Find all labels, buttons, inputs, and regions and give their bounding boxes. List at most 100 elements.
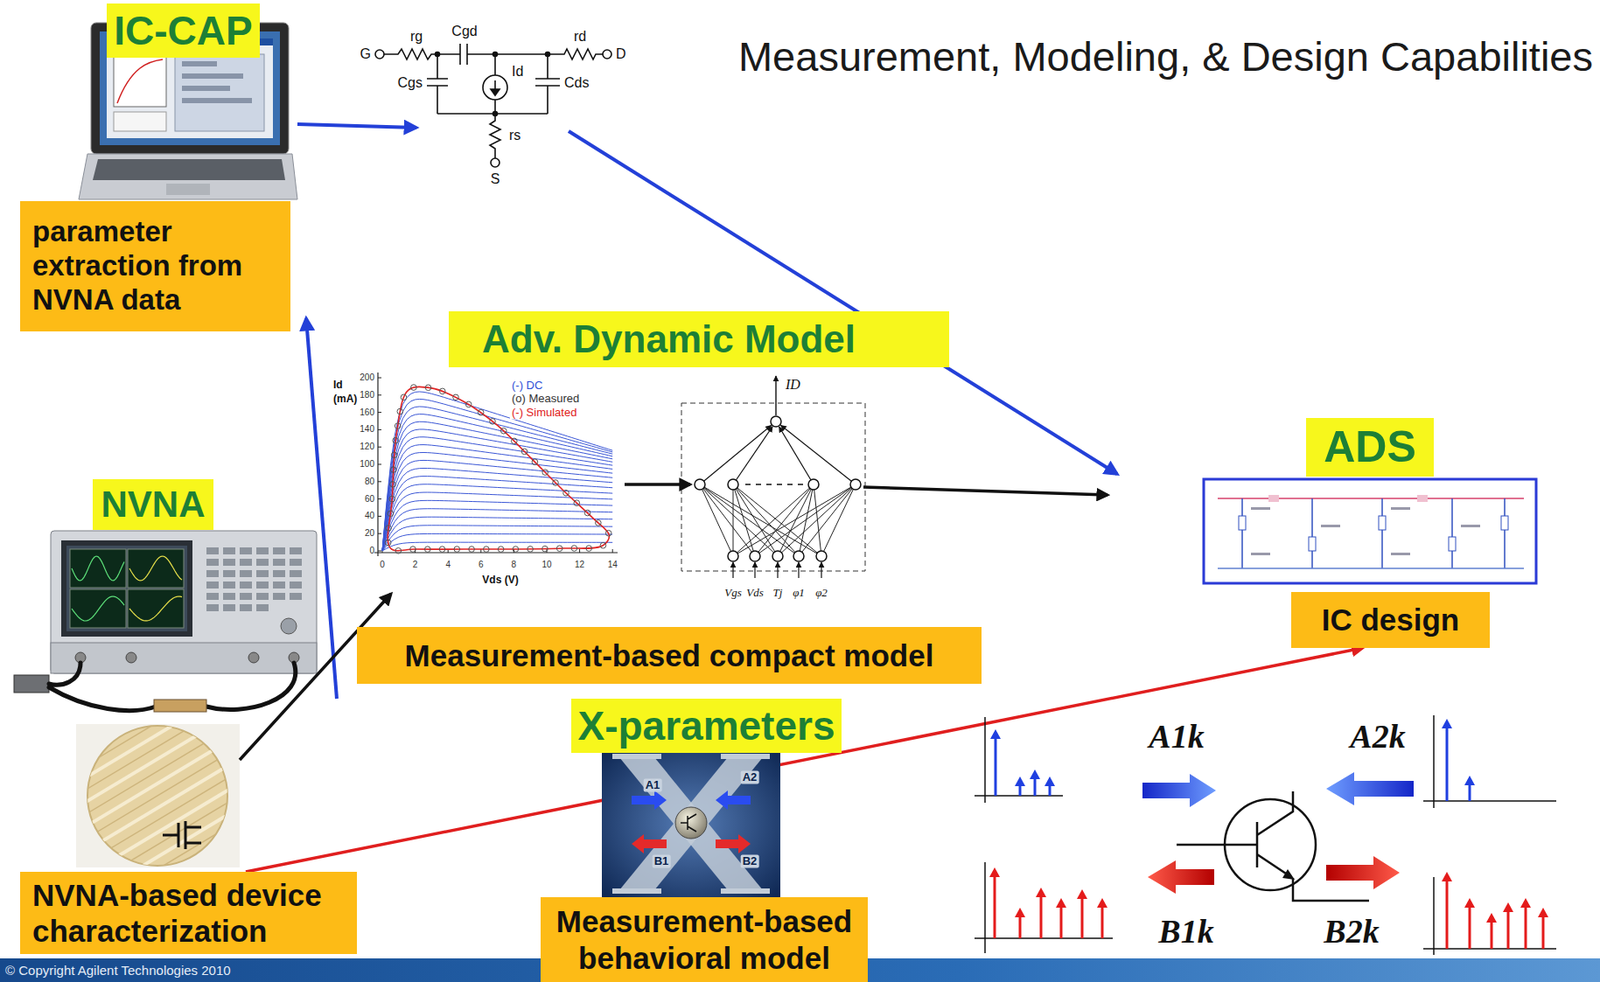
x-parameter-illustration	[1502, 902, 1514, 913]
laptop-icon	[117, 59, 163, 104]
nvna-instrument	[289, 547, 302, 555]
laptop-icon	[181, 73, 244, 79]
neural-network	[776, 562, 778, 579]
tick-label: 4	[445, 559, 451, 571]
tool-label: NVNA	[92, 479, 214, 531]
iv-curve-chart	[483, 546, 490, 553]
nvna-instrument	[223, 581, 236, 589]
laptop-icon	[181, 61, 217, 67]
fet-equivalent-circuit	[482, 75, 508, 100]
tick-label: 120	[359, 441, 375, 453]
axis-label: (mA)	[333, 393, 357, 406]
nvna-instrument	[125, 652, 137, 664]
tick-label: 12	[574, 559, 585, 571]
neural-network	[816, 551, 827, 562]
nvna-instrument	[256, 558, 269, 566]
component-label: Cds	[564, 75, 589, 91]
iv-curve-chart	[454, 546, 461, 553]
iv-curve-chart	[410, 546, 417, 553]
iv-curve-chart	[389, 496, 396, 503]
iv-curve-chart	[521, 448, 528, 455]
box-text: Measurement-based compact model	[365, 637, 973, 674]
fet-equivalent-circuit	[545, 52, 551, 57]
neural-network	[754, 484, 856, 557]
laptop-icon	[78, 153, 298, 200]
legend-item: (o) Measured	[510, 392, 581, 406]
x-parameters-icon	[680, 814, 697, 832]
x-parameter-illustration	[974, 715, 1557, 956]
axis-label: Id	[333, 379, 343, 392]
box-text: parameter extraction from NVNA data	[32, 215, 284, 318]
iv-curve-chart	[377, 533, 382, 535]
neural-network	[780, 425, 856, 485]
x-parameter-illustration	[1464, 775, 1475, 786]
neural-network	[798, 484, 814, 557]
x-parameters-icon	[619, 757, 763, 891]
box-text: NVNA-based device characterization	[32, 877, 350, 951]
iv-curve-chart	[425, 384, 432, 392]
nvna-instrument	[206, 547, 219, 555]
neural-network	[681, 376, 866, 579]
tick-label: 80	[364, 476, 375, 488]
x-parameters-icon	[631, 790, 667, 811]
x-parameters-icon	[601, 749, 781, 898]
iv-curve-chart	[584, 510, 591, 517]
x-parameter-illustration	[1044, 776, 1056, 787]
iv-curve-chart	[397, 408, 404, 415]
iv-curve-chart	[439, 546, 446, 553]
nvna-instrument	[69, 589, 126, 629]
laptop-icon	[113, 54, 167, 107]
ads-schematic	[1242, 498, 1505, 569]
nvna-instrument	[272, 570, 286, 578]
layout-arrows	[863, 487, 1108, 496]
x-parameter-illustration	[1282, 869, 1295, 881]
layout-arrows	[624, 482, 691, 487]
x-parameter-illustration	[1446, 726, 1449, 802]
wafer-photo	[162, 821, 202, 850]
iv-curve-chart	[552, 480, 559, 487]
ads-schematic	[1203, 479, 1537, 584]
x-parameter-illustration	[989, 867, 1000, 878]
input-label: φ1	[792, 586, 805, 601]
fet-equivalent-circuit	[384, 48, 461, 60]
iv-curve-chart	[390, 482, 397, 489]
nvna-instrument	[248, 652, 259, 664]
tick-label: 2	[412, 559, 419, 571]
tool-label: X-parameters	[571, 698, 842, 754]
tick-label: 140	[359, 425, 375, 436]
iv-curve-chart	[382, 445, 613, 552]
legend-text: (o) Measured	[511, 391, 580, 406]
legend-item: (-) Simulated	[510, 406, 579, 420]
x-parameters-icon	[612, 754, 662, 760]
iv-curve-chart	[377, 429, 382, 431]
component-label: rd	[573, 28, 587, 45]
tick-label: 60	[364, 494, 375, 505]
x-parameter-illustration	[1096, 898, 1108, 909]
ads-schematic	[1308, 537, 1316, 552]
nvna-instrument	[223, 558, 236, 566]
neural-network	[733, 484, 734, 557]
x-parameter-illustration	[1468, 783, 1472, 802]
iv-curve-chart	[424, 546, 431, 553]
ads-schematic	[1250, 552, 1271, 556]
component-label: rs	[509, 127, 521, 144]
nvna-instrument	[50, 531, 317, 674]
legend-text: (-) Simulated	[511, 405, 577, 420]
iv-curve-chart	[384, 539, 392, 546]
x-parameter-illustration	[1040, 895, 1043, 939]
nvna-instrument	[289, 593, 302, 601]
fet-equivalent-circuit	[535, 54, 560, 114]
neural-network	[770, 416, 782, 427]
x-parameter-illustration	[1441, 719, 1453, 729]
neural-network	[733, 484, 822, 557]
box-text: IC-CAP	[111, 6, 255, 55]
ads-schematic	[1448, 537, 1456, 552]
nvna-instrument	[272, 558, 286, 566]
nvna-instrument	[239, 558, 252, 566]
component-label: rg	[410, 28, 423, 45]
iv-curve-chart	[385, 525, 392, 532]
iv-curve-chart	[382, 398, 613, 552]
iv-curve-chart	[512, 546, 519, 553]
input-label: Vgs	[724, 586, 742, 601]
nvna-instrument	[272, 581, 286, 589]
